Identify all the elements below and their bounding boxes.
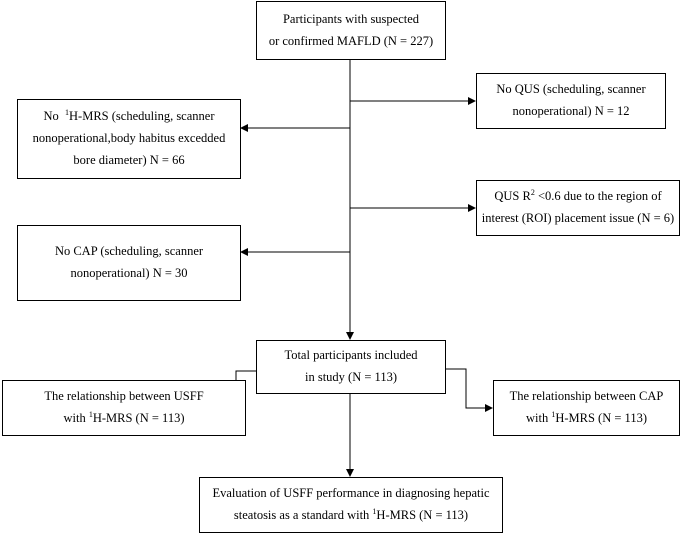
no-mrs-line-1: No 1H-MRS (scheduling, scanner — [43, 108, 215, 124]
no-cap-line-2: nonoperational) N = 30 — [70, 266, 188, 280]
no-qus-line-2: nonoperational) N = 12 — [512, 104, 630, 118]
usff-relationship-box: The relationship between USFF with 1H-MR… — [2, 380, 246, 436]
no-cap-box: No CAP (scheduling, scanner nonoperation… — [17, 225, 241, 301]
total-box: Total participants included in study (N … — [256, 340, 446, 394]
no-qus-line-1: No QUS (scheduling, scanner — [496, 82, 646, 97]
cap-rel-line-2: with 1H-MRS (N = 113) — [525, 409, 648, 425]
participants-line-2: or confirmed MAFLD (N = 227) — [268, 33, 434, 48]
no-mrs-box: No 1H-MRS (scheduling, scanner nonoperat… — [17, 99, 241, 179]
cap-rel-line-1: The relationship between CAP — [509, 389, 664, 404]
evaluation-line-2: steatosis as a standard with 1H-MRS (N =… — [233, 506, 469, 522]
evaluation-box: Evaluation of USFF performance in diagno… — [199, 477, 503, 533]
cap-relationship-box: The relationship between CAP with 1H-MRS… — [493, 380, 680, 436]
usff-rel-line-2: with 1H-MRS (N = 113) — [63, 409, 185, 425]
qus-r2-box: QUS R2 <0.6 due to the region of interes… — [476, 180, 680, 236]
no-qus-box: No QUS (scheduling, scanner nonoperation… — [476, 73, 666, 129]
usff-rel-line-1: The relationship between USFF — [44, 389, 204, 404]
no-mrs-line-3: bore diameter) N = 66 — [73, 152, 185, 167]
participants-line-1: Participants with suspected — [282, 11, 420, 26]
no-cap-line-1: No CAP (scheduling, scanner — [54, 244, 204, 259]
total-line-1: Total participants included — [284, 348, 418, 363]
qus-r2-line-2: interest (ROI) placement issue (N = 6) — [481, 211, 675, 225]
qus-r2-line-1: QUS R2 <0.6 due to the region of — [494, 187, 662, 204]
participants-box: Participants with suspected or confirmed… — [256, 1, 446, 60]
no-mrs-line-2: nonoperational,body habitus excedded — [32, 131, 226, 146]
total-line-2: in study (N = 113) — [305, 370, 397, 384]
arrow-to-cap-rel — [446, 368, 493, 412]
evaluation-line-1: Evaluation of USFF performance in diagno… — [212, 486, 490, 501]
